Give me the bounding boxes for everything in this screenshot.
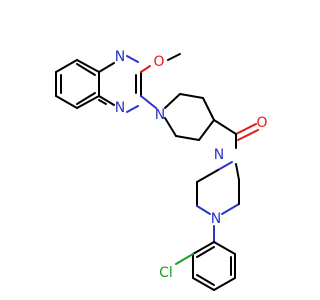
atom-n-quinoxaline-bottom: N <box>115 100 125 116</box>
atom-n-piperidine: N <box>155 107 165 123</box>
bond-lines <box>55 53 259 291</box>
atom-o-carbonyl: O <box>256 115 267 131</box>
atom-o-methoxy: O <box>153 54 164 70</box>
atom-n-piperazine-top: N <box>214 147 224 163</box>
molecule-structure-diagram: N N O N O N N Cl <box>55 49 268 291</box>
atom-n-quinoxaline-top: N <box>115 49 125 65</box>
atom-n-piperazine-bottom: N <box>211 211 221 227</box>
atom-labels: N N O N O N N Cl <box>115 49 268 281</box>
atom-cl-aryl: Cl <box>159 265 173 281</box>
